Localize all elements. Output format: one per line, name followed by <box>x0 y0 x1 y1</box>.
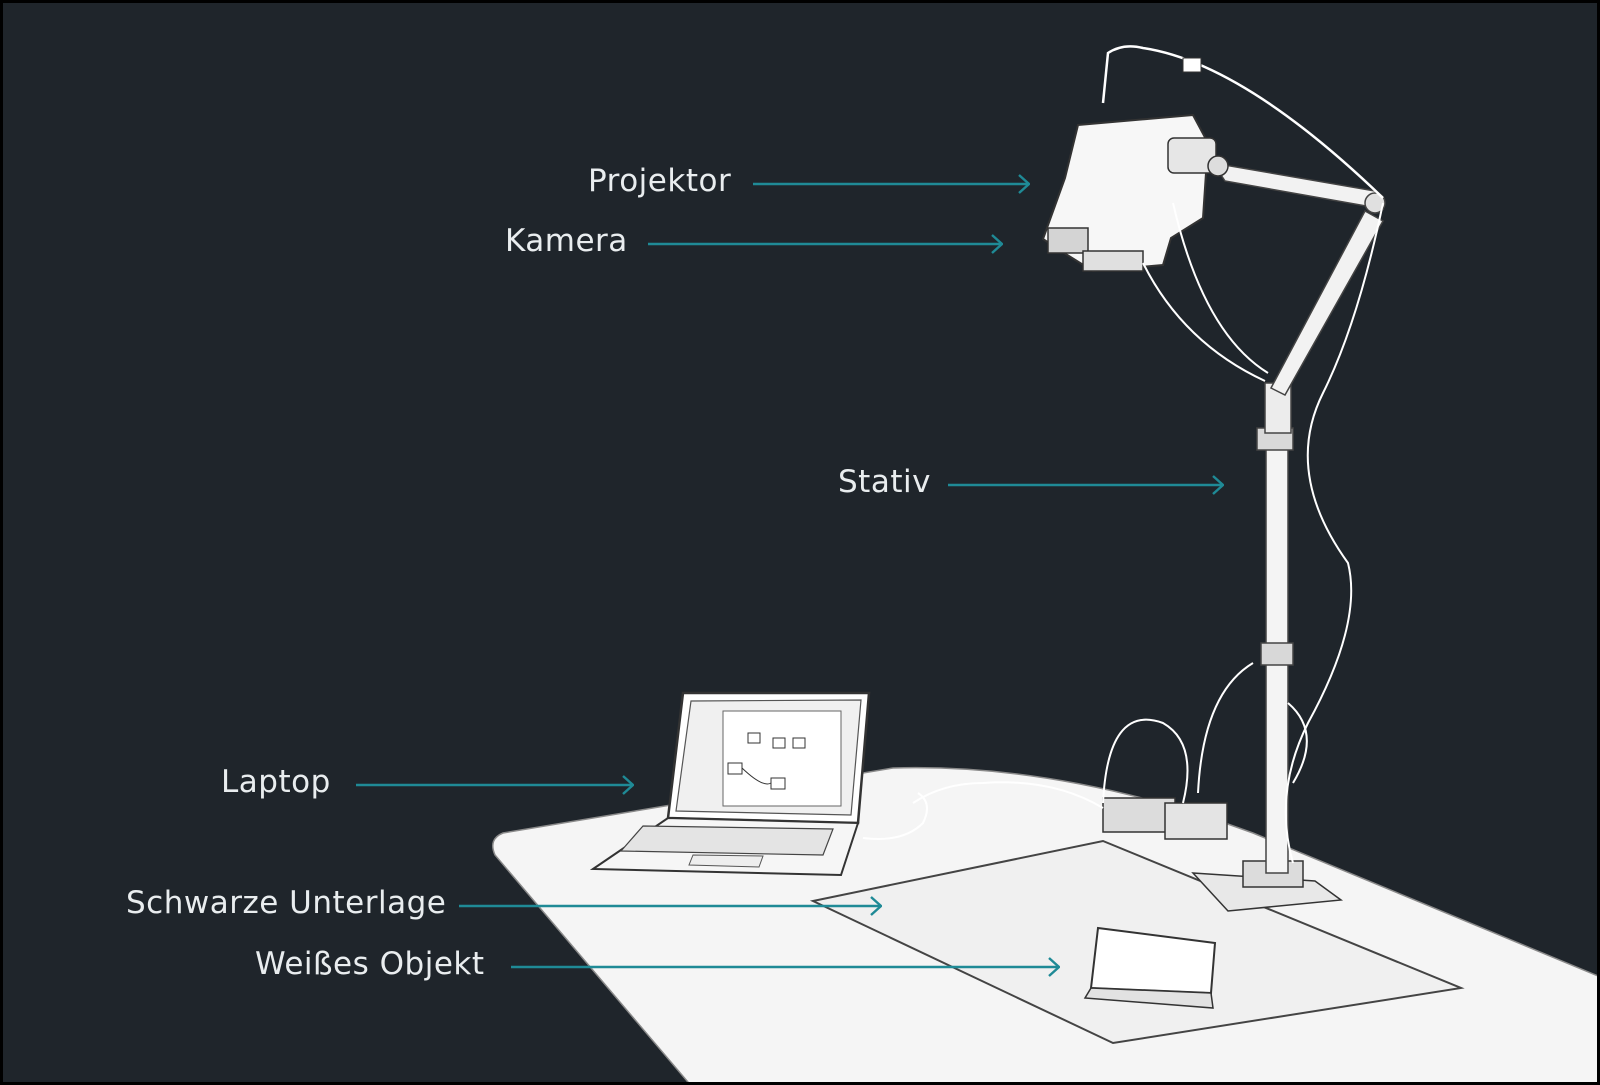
projector-camera <box>1041 45 1384 273</box>
annotation-arrows <box>356 184 1223 967</box>
setup-illustration <box>356 45 1597 1082</box>
label-stativ: Stativ <box>838 464 931 500</box>
label-kamera: Kamera <box>505 223 628 259</box>
laptop <box>589 691 871 877</box>
label-projektor: Projektor <box>588 163 732 199</box>
label-schwarze-unterlage: Schwarze Unterlage <box>126 885 447 921</box>
label-laptop: Laptop <box>221 764 331 800</box>
white-box <box>1083 926 1217 1009</box>
stand-base <box>1102 797 1344 912</box>
cables <box>862 202 1384 864</box>
tripod-stand <box>1211 161 1386 874</box>
label-weisses-objekt: Weißes Objekt <box>255 946 485 982</box>
